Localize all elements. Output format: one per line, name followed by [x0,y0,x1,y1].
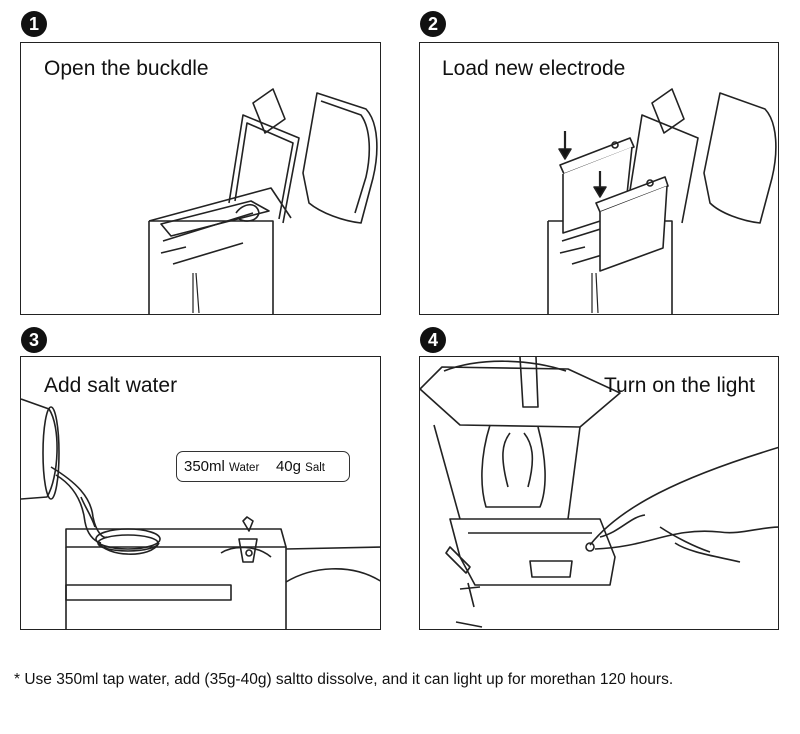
step-4-caption: Turn on the light [604,374,755,397]
step-3-number-badge: 3 [21,327,47,353]
step-3-number: 3 [29,330,39,350]
water-word: Water [229,462,260,474]
dosage-label: 350ml Water 40g Salt [176,451,350,482]
step-1-panel: Open the buckdle [20,42,381,315]
step-4-number-badge: 4 [420,327,446,353]
turn-on-light-illustration [420,357,778,628]
step-2-number: 2 [428,14,438,34]
step-4-number: 4 [428,330,438,350]
step-2-caption: Load new electrode [442,57,626,80]
salt-word: Salt [305,462,325,474]
step-2-panel: Load new electrode [419,42,779,315]
add-salt-water-illustration [21,398,380,629]
open-buckle-illustration [148,88,378,314]
step-1-number: 1 [29,14,39,34]
step-1-caption: Open the buckdle [44,57,209,80]
step-1-number-badge: 1 [21,11,47,37]
salt-amount: 40g [275,458,301,475]
usage-footnote: * Use 350ml tap water, add (35g-40g) sal… [14,671,674,688]
step-4-panel: Turn on the light [419,356,779,630]
step-3-panel: Add salt water 350ml Water 40g Salt [20,356,381,630]
step-3-caption: Add salt water [44,374,178,397]
water-amount: 350ml [184,458,225,475]
load-electrode-illustration [547,88,777,314]
step-2-number-badge: 2 [420,11,446,37]
